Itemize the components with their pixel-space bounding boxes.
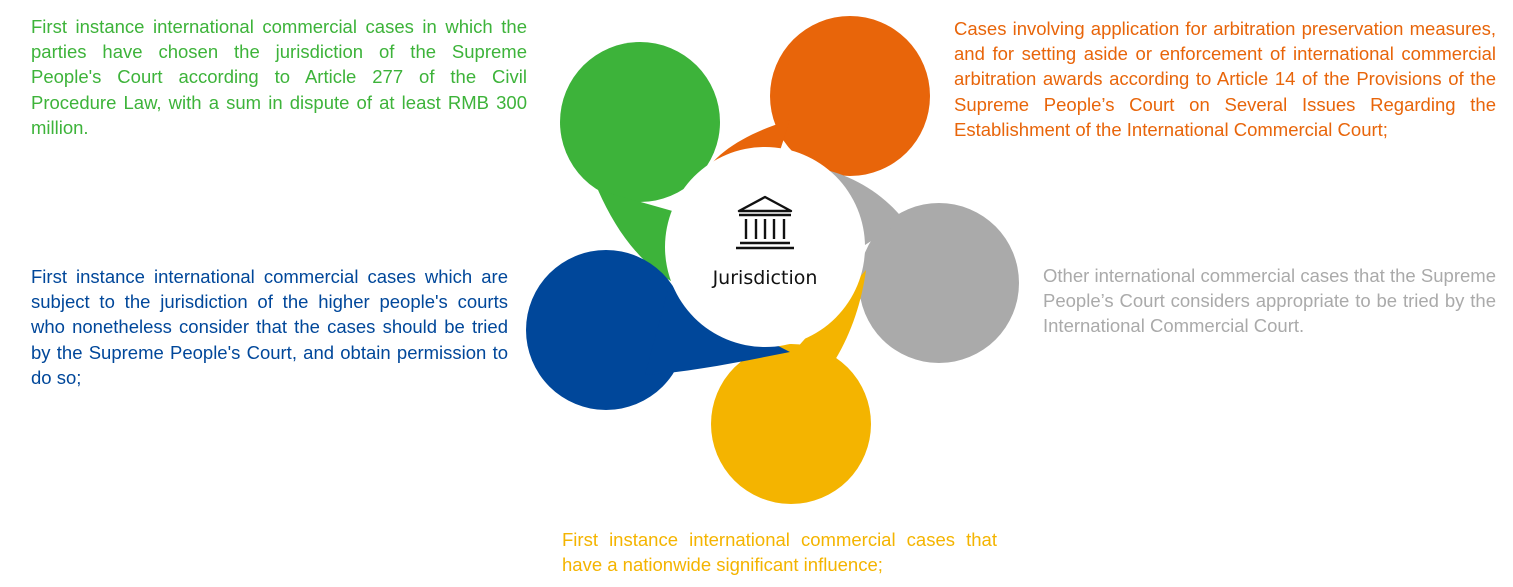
center-label: Jurisdiction bbox=[712, 267, 818, 289]
green-petal-head bbox=[560, 42, 720, 202]
green-petal-text: First instance international commercial … bbox=[31, 16, 527, 138]
orange-petal-head bbox=[770, 16, 930, 176]
yellow-petal-head bbox=[711, 344, 871, 504]
blue-petal-text: First instance international commercial … bbox=[31, 266, 508, 388]
gray-petal-head bbox=[859, 203, 1019, 363]
blue-petal-head bbox=[526, 250, 686, 410]
gray-petal-text: Other international commercial cases tha… bbox=[1043, 265, 1496, 337]
courthouse-icon bbox=[736, 195, 794, 250]
orange-petal-text: Cases involving application for arbitrat… bbox=[954, 18, 1496, 140]
yellow-petal-text: First instance international commercial … bbox=[562, 529, 997, 576]
